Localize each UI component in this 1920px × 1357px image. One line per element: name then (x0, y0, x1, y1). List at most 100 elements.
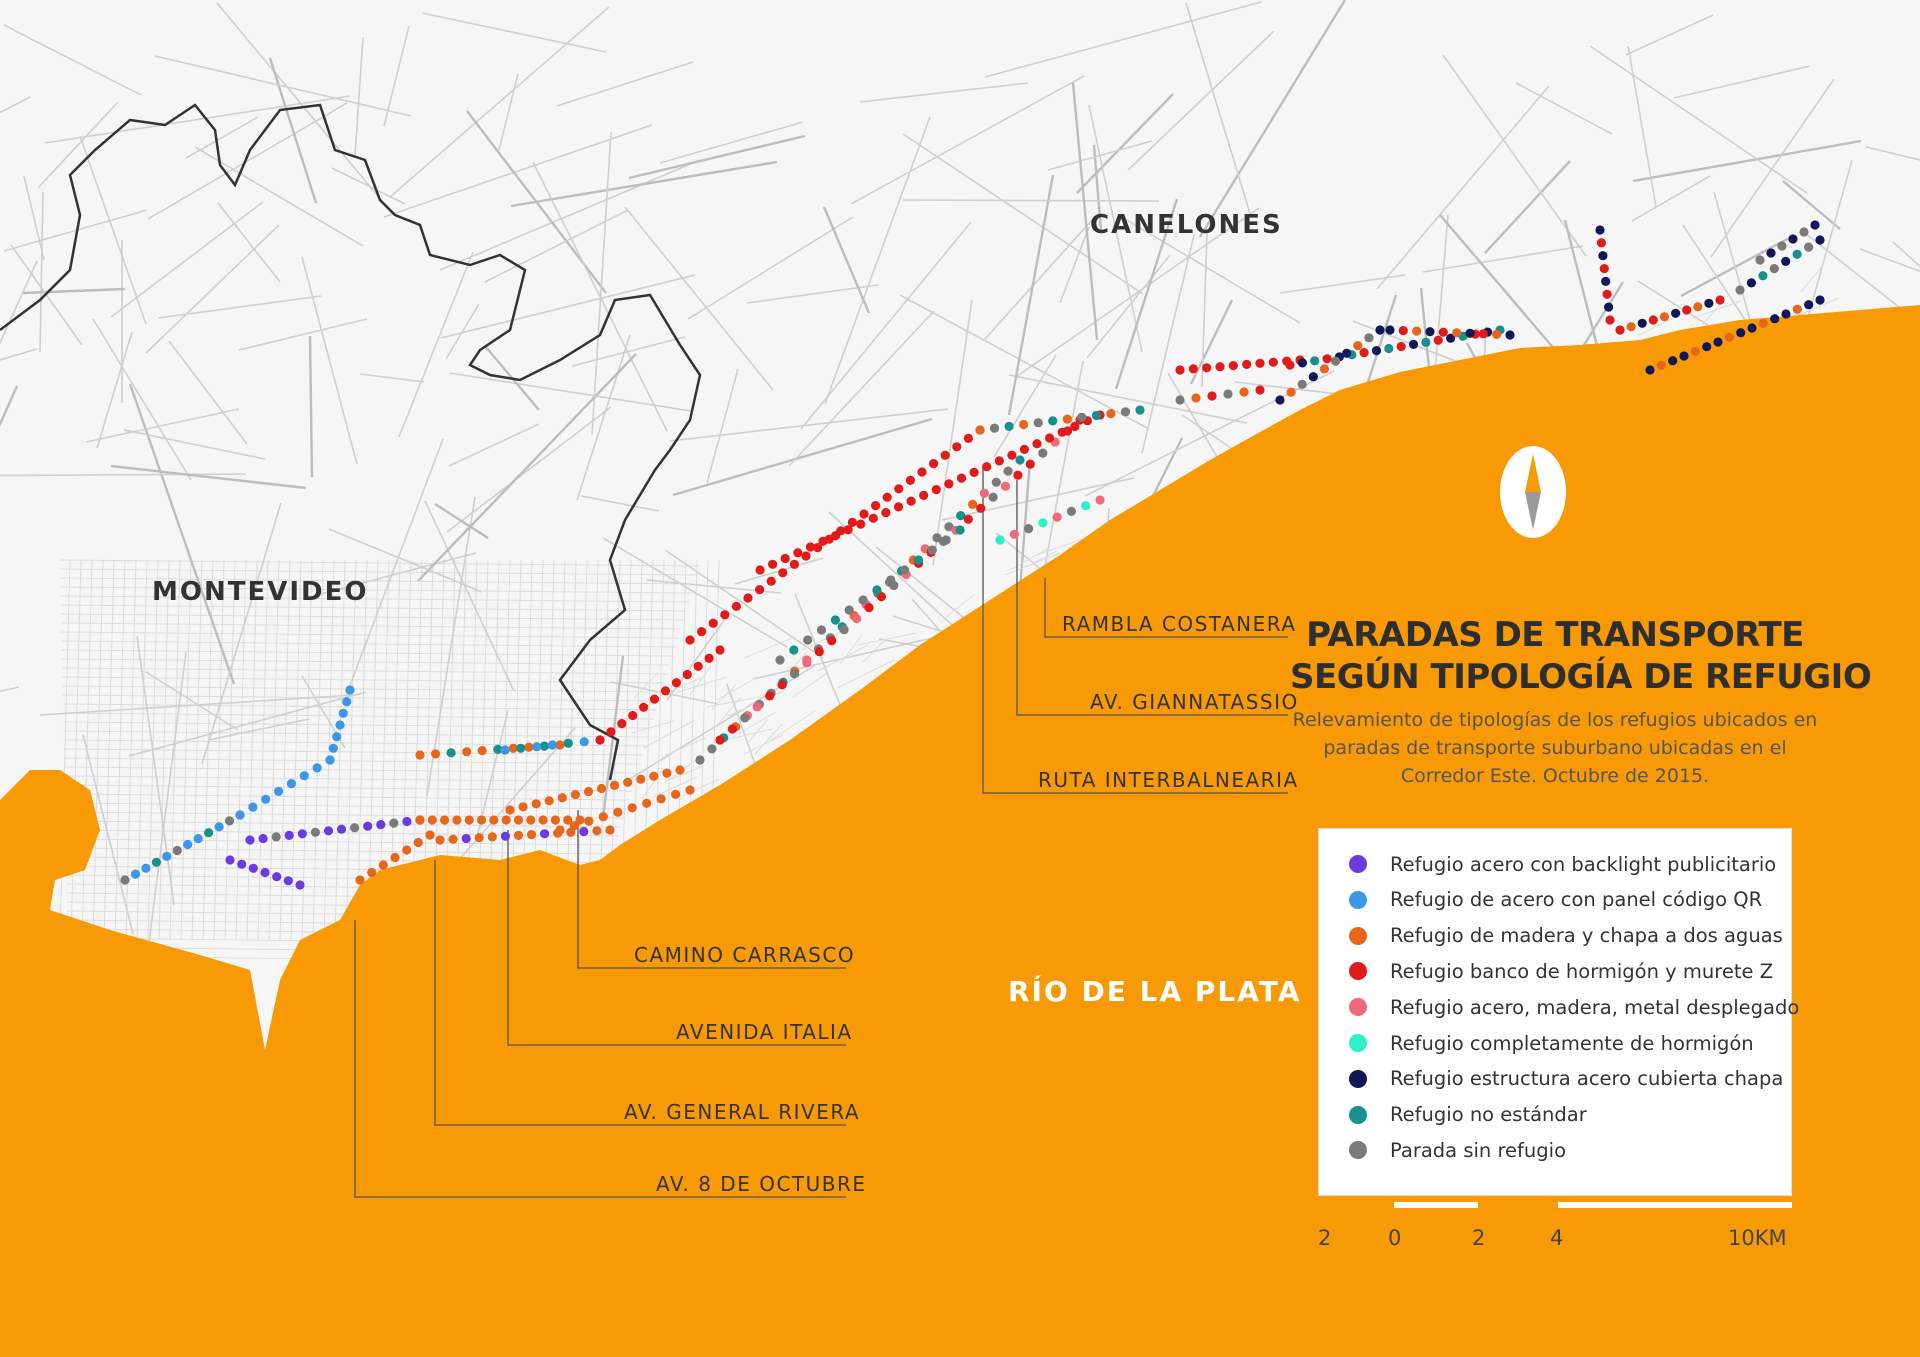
bus-stop-sin_refugio (989, 423, 1000, 433)
bus-stop-qr (183, 839, 193, 850)
map-title-line2: SEGÚN TIPOLOGÍA DE REFUGIO (1290, 657, 1872, 697)
bus-stop-chapa (1385, 325, 1395, 335)
bus-stop-backlight (237, 859, 247, 869)
legend-swatch (1349, 1105, 1367, 1124)
bus-stop-sin_refugio (310, 827, 320, 837)
bus-stop-qr (342, 697, 352, 707)
scale-label: 2 (1318, 1226, 1332, 1250)
bus-stop-hormigon_z (1242, 359, 1252, 369)
bus-stop-qr (579, 737, 589, 747)
legend-item-sin_refugio: Parada sin refugio (1349, 1133, 1566, 1167)
bus-stop-hormigon_z (1228, 361, 1238, 371)
region-label-montevideo: MONTEVIDEO (152, 577, 369, 607)
bus-stop-hormigon_z (789, 559, 800, 570)
bus-stop-qr (532, 742, 542, 752)
bus-stop-sin_refugio (927, 545, 937, 555)
bus-stop-madera (627, 803, 637, 813)
bus-stop-hormigon_z (777, 680, 787, 690)
bus-stop-hormigon_z (976, 503, 986, 513)
bus-stop-hormigon_z (1057, 427, 1067, 437)
bus-stop-hormigon_z (720, 610, 730, 620)
bus-stop-no_estandar (1421, 337, 1431, 347)
legend-label: Refugio completamente de hormigón (1390, 1031, 1754, 1055)
bus-stop-backlight (284, 830, 294, 841)
bus-stop-hormigon_z (708, 618, 718, 628)
bus-stop-madera (425, 830, 435, 840)
bus-stop-sin_refugio (1297, 379, 1307, 389)
bus-stop-madera (1106, 409, 1116, 419)
bus-stop-qr (345, 685, 355, 695)
bus-stop-madera (613, 807, 623, 817)
bus-stop-madera (355, 875, 365, 885)
bus-stop-hormigon_z (1396, 341, 1406, 352)
bus-stop-madera (440, 815, 450, 825)
legend-swatch (1349, 1141, 1367, 1160)
bus-stop-madera (575, 815, 585, 825)
bus-stop-madera (1319, 364, 1329, 374)
bus-stop-hormigon_z (929, 459, 939, 469)
bus-stop-chapa (1668, 356, 1678, 366)
bus-stop-hormigon_z (1045, 433, 1055, 443)
bus-stop-madera (513, 830, 524, 841)
bus-stop-madera (596, 783, 607, 794)
bus-stop-madera (1792, 304, 1802, 314)
bus-stop-hormigon_z (731, 601, 742, 612)
bus-stop-hormigon_z (1175, 365, 1185, 375)
bus-stop-hormigon_z (743, 593, 753, 603)
bus-stop-backlight (248, 863, 258, 873)
bus-stop-chapa (1637, 318, 1647, 328)
bus-stop-no_estandar (955, 525, 965, 535)
bus-stop-madera (968, 499, 978, 509)
bus-stop-madera (1693, 302, 1703, 312)
bus-stop-hormigon_z (1268, 357, 1278, 367)
bus-stop-backlight (260, 867, 270, 878)
bus-stop-hormigon_z (818, 536, 828, 546)
map-title-block: PARADAS DE TRANSPORTE SEGÚN TIPOLOGÍA DE… (1290, 614, 1872, 790)
bus-stop-sin_refugio (803, 635, 813, 645)
bus-stop-madera (1690, 346, 1700, 356)
bus-stop-desplegado (1095, 495, 1105, 505)
bus-stop-backlight (225, 855, 235, 865)
bus-stop-madera (563, 815, 573, 825)
bus-stop-sin_refugio (1066, 506, 1076, 516)
bus-stop-hormigon_z (1188, 364, 1198, 374)
bus-stop-sin_refugio (1223, 389, 1233, 399)
bus-stop-hormigon_z (1322, 354, 1332, 364)
bus-stop-madera (452, 815, 462, 825)
bus-stop-chapa (1342, 348, 1352, 358)
bus-stop-hormigon_z (827, 636, 837, 646)
street-callouts (354, 465, 1288, 1198)
bus-stop-hormigon_z (1019, 444, 1029, 454)
legend-swatch (1349, 1069, 1367, 1088)
bus-stop-madera (1353, 341, 1363, 351)
bus-stop-madera (538, 815, 548, 825)
bus-stop-chapa (1815, 235, 1825, 245)
bus-stop-sin_refugio (1331, 356, 1341, 366)
bus-stop-sin_refugio (1038, 448, 1048, 458)
legend-swatch (1349, 962, 1367, 981)
bus-stop-sin_refugio (120, 875, 130, 885)
bus-stop-madera (501, 815, 511, 825)
bus-stop-hormigon_z (1715, 295, 1725, 305)
bus-stop-madera (975, 425, 985, 435)
bus-stop-madera (623, 777, 633, 787)
bus-stop-madera (462, 747, 472, 757)
bus-stop-chapa (1781, 309, 1791, 319)
bus-stop-chapa (1601, 276, 1611, 286)
bus-stop-sin_refugio (844, 605, 854, 615)
bus-stop-madera (1452, 328, 1462, 338)
bus-stop-madera (550, 815, 561, 825)
bus-stop-sin_refugio (1799, 227, 1809, 237)
bus-stop-hormigon_z (778, 568, 788, 578)
bus-stop-backlight (540, 829, 550, 839)
street-label-octubre: AV. 8 DE OCTUBRE (656, 1172, 867, 1196)
bus-stop-hormigon_z (1602, 289, 1612, 299)
bus-stop-chapa (1465, 328, 1475, 338)
bus-stop-hormigon_z (649, 694, 660, 704)
bus-stop-madera (1239, 387, 1249, 397)
bus-stop-sin_refugio (1024, 524, 1034, 534)
bus-stop-backlight (297, 829, 307, 839)
bus-stop-backlight (323, 826, 334, 836)
bus-stop-hormigon_z (639, 702, 649, 712)
bus-stop-madera (518, 802, 528, 812)
